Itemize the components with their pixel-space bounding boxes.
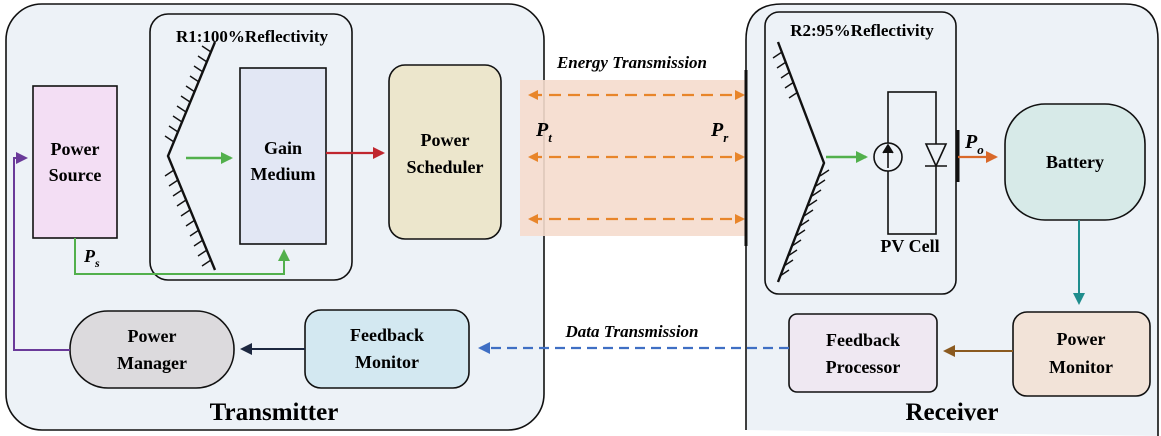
power-source-block: Power Source [32,85,118,239]
mirror-r1-icon [166,41,217,271]
feedback-processor-label-line1: Feedback [826,330,900,350]
pv-cell-box: R2:95%Reflectivity PV Cell [764,11,957,295]
power-scheduler-label-line1: Power [421,130,470,150]
feedback-monitor-label-line1: Feedback [350,325,424,345]
mirror-r1-box: R1:100%Reflectivity [149,13,353,281]
data-transmission-label: Data Transmission [564,322,698,341]
mirror-r2-label: R2:95%Reflectivity [790,21,934,40]
power-monitor-label-line1: Power [1057,329,1106,349]
gain-medium-label-line2: Medium [251,164,316,184]
pt-label: Pt [535,119,552,145]
receiver-title: Receiver [906,399,999,426]
mirror-r1-label: R1:100%Reflectivity [176,27,329,46]
feedback-monitor-label-line2: Monitor [355,352,419,372]
gain-medium-label-line1: Gain [264,138,302,158]
power-monitor-label-line2: Monitor [1049,357,1113,377]
feedback-processor-block: Feedback Processor [788,313,938,393]
power-manager-block: Power Manager [69,310,235,389]
power-scheduler-label-line2: Scheduler [406,157,483,177]
arrow-manager-to-source [13,152,70,351]
mirror-r1-hatch [164,45,212,267]
arrow-source-to-gain [74,238,290,275]
power-source-label-line1: Power [51,139,100,159]
transmitter-title: Transmitter [210,399,339,426]
energy-transmission-label: Energy Transmission [556,53,707,72]
energy-transmission-link: Energy Transmission Pt Pr [520,53,746,236]
pv-cell-icon [873,91,948,235]
power-source-label-line2: Source [49,165,102,185]
pv-cell-label: PV Cell [880,236,939,256]
pr-label: Pr [710,119,729,145]
feedback-monitor-block: Feedback Monitor [304,309,470,389]
battery-label: Battery [1046,152,1104,172]
mirror-r2-hatch [772,51,830,277]
power-manager-label-line1: Power [128,326,177,346]
data-transmission-link: Data Transmission [478,322,789,354]
battery-block: Battery [1004,103,1146,221]
feedback-processor-label-line2: Processor [826,357,901,377]
power-monitor-block: Power Monitor [1012,311,1151,397]
ps-label: Ps [83,246,100,270]
power-scheduler-block: Power Scheduler [388,64,502,240]
po-label: Po [964,131,984,157]
power-manager-label-line2: Manager [117,353,187,373]
gain-medium-block: Gain Medium [239,67,327,245]
